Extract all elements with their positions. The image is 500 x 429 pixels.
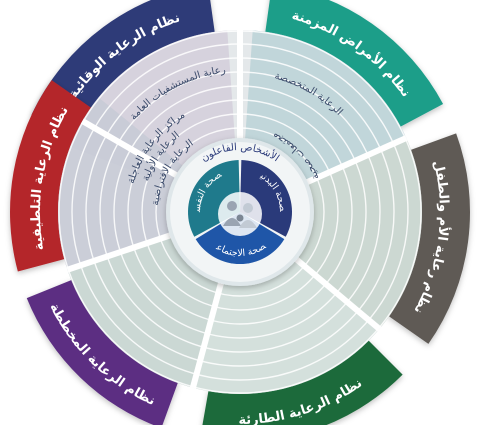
ring-lines (58, 30, 422, 394)
ring-sector-chronic (245, 30, 407, 183)
core-segment-social (195, 212, 285, 265)
sector-gap (293, 255, 382, 332)
sector-gap (80, 118, 180, 179)
people-icon-bg (218, 192, 262, 236)
ring-sector-palliative (58, 97, 185, 272)
sector-gap (189, 280, 225, 389)
people-icon (223, 201, 257, 228)
system-band-chronic (265, 0, 444, 128)
system-band-maternal (387, 133, 470, 344)
system-band-emergency (201, 339, 403, 429)
system-band-palliative (10, 80, 93, 272)
system-band-planned (26, 279, 179, 429)
sector-gap (66, 232, 173, 273)
sector-gap (304, 135, 408, 186)
ring-sector-maternal (295, 137, 423, 327)
